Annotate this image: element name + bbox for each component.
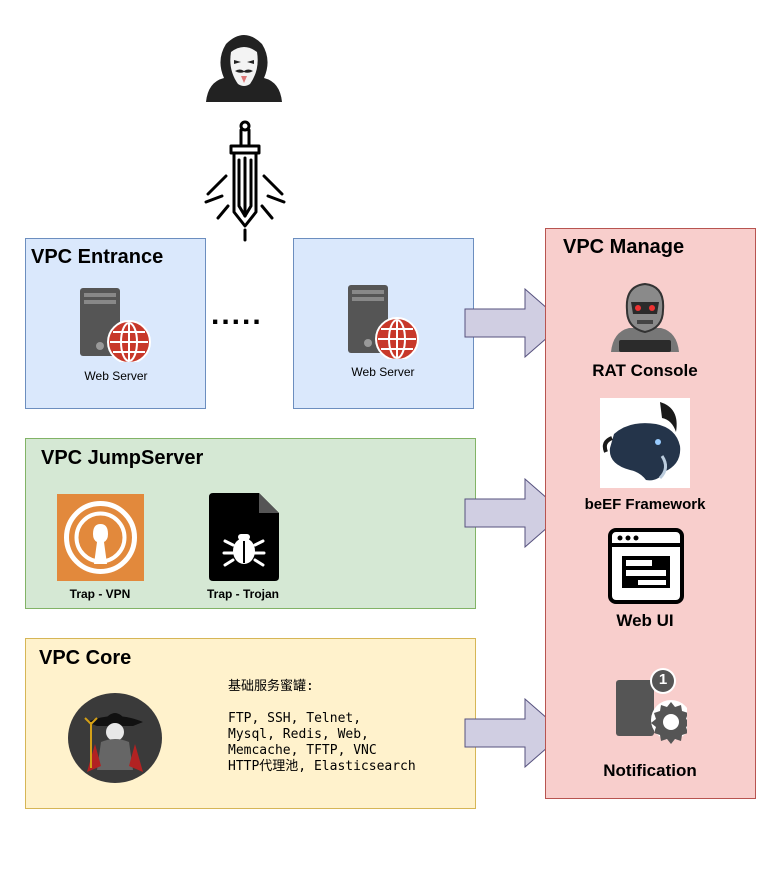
web-server-icon bbox=[79, 288, 153, 362]
web-server-label: Web Server bbox=[84, 369, 148, 383]
robot-hacker-icon bbox=[607, 280, 683, 352]
rat-console-label: RAT Console bbox=[592, 361, 698, 380]
vpc-jumpserver-title: VPC JumpServer bbox=[41, 447, 204, 469]
arrow-core-to-manage bbox=[464, 698, 566, 768]
services-heading: 基础服务蜜罐: bbox=[228, 679, 314, 694]
services-line: HTTP代理池, Elasticsearch bbox=[228, 759, 416, 774]
browser-window-icon bbox=[608, 528, 684, 604]
sword-icon bbox=[204, 120, 286, 246]
arrow-entrance-to-manage bbox=[464, 288, 566, 358]
web-server-label: Web Server bbox=[351, 365, 415, 379]
anonymous-hacker-icon bbox=[204, 30, 284, 104]
openvpn-icon bbox=[57, 494, 144, 581]
vpc-entrance-title: VPC Entrance bbox=[31, 246, 164, 268]
trap-vpn-label: Trap - VPN bbox=[69, 587, 131, 601]
jester-mascot-icon bbox=[67, 692, 163, 784]
trap-trojan-label: Trap - Trojan bbox=[206, 587, 279, 601]
beef-bull-icon bbox=[600, 398, 690, 488]
notification-gear-icon: 1 bbox=[615, 668, 687, 752]
vpc-manage-title: VPC Manage bbox=[563, 236, 685, 258]
web-ui-label: Web UI bbox=[616, 611, 674, 630]
services-line: Mysql, Redis, Web, bbox=[228, 727, 369, 742]
vpc-core-title: VPC Core bbox=[39, 647, 132, 669]
web-server-icon bbox=[347, 285, 421, 359]
bug-file-icon bbox=[209, 493, 279, 581]
beef-framework-label: beEF Framework bbox=[584, 496, 706, 513]
services-line: Memcache, TFTP, VNC bbox=[228, 743, 377, 758]
services-line: FTP, SSH, Telnet, bbox=[228, 711, 362, 726]
arrow-jumpserver-to-manage bbox=[464, 478, 566, 548]
notification-badge: 1 bbox=[658, 671, 668, 688]
notification-label: Notification bbox=[603, 761, 697, 780]
ellipsis-separator: ..... bbox=[211, 298, 263, 331]
